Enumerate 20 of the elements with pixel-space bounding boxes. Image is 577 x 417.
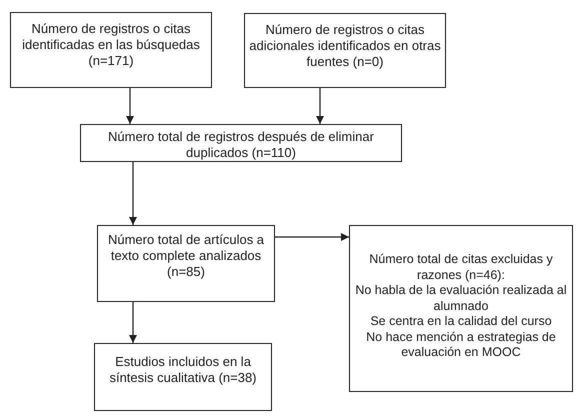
box-text: Número total de artículos a texto complete analizados (n=85) [106,232,266,280]
process-box [244,13,446,88]
process-box [97,225,275,302]
box-text: Número de registros o citas identificadas en las búsquedas (n=171) [21,21,201,69]
process-box [349,225,573,392]
box-text: Número total de citas excluidas y razones (n=46): [368,252,554,283]
box-text: No habla de la evaluación realizada al alumnado [354,283,568,314]
process-box [94,343,272,411]
process-box [80,124,402,162]
arrow [126,88,134,124]
box-text: Se centra en la calidad del curso [370,314,552,330]
box-text: Número de registros o citas adicionales identificados en otras fuentes (n=0) [249,22,441,70]
arrow [129,302,137,343]
arrow [275,233,349,241]
arrow [316,88,324,124]
arrow [129,162,137,225]
process-box [10,12,212,88]
box-text: No hace mención a estrategias de evaluación en MOOC [365,330,557,360]
box-text: Número total de registros después de eliminar duplicados (n=110) [107,129,375,161]
box-text: Estudios incluidos en la síntesis cualitativa (n=38) [108,354,258,386]
